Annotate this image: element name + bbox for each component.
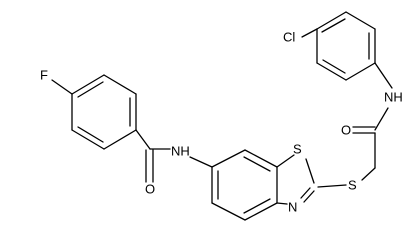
thiazole-nitrogen-label: N (288, 199, 297, 214)
bond (211, 149, 246, 168)
thiazole-sulfur-label: S (293, 141, 302, 156)
bond (276, 202, 288, 205)
bond (303, 190, 315, 203)
bond (77, 126, 104, 143)
chlorine-label: Cl (283, 29, 295, 44)
bond (361, 167, 376, 181)
thioether-sulfur-label: S (348, 177, 357, 192)
acetamide-oxygen-label: O (341, 122, 351, 137)
bond (243, 156, 271, 172)
bond (244, 149, 278, 168)
bond (244, 202, 278, 221)
bond (301, 28, 318, 38)
bond (103, 74, 137, 95)
bond (316, 11, 347, 30)
atom-labels: F O NH S N S O NH Cl (40, 29, 403, 214)
bond (276, 154, 295, 168)
bond (135, 129, 151, 150)
bond (321, 18, 346, 33)
bond (71, 74, 105, 95)
bond (300, 187, 311, 199)
bond (345, 62, 376, 81)
bond (189, 156, 213, 168)
bond (316, 62, 347, 81)
anilide-nh-label: NH (384, 89, 403, 104)
bond (243, 198, 271, 214)
bond (305, 158, 315, 184)
bonds (51, 11, 393, 221)
bond (71, 129, 105, 150)
bond (317, 184, 347, 188)
bond (345, 11, 376, 30)
bond (103, 129, 137, 150)
bond (374, 62, 393, 89)
bond (77, 81, 104, 98)
carbonyl-oxygen-label: O (145, 181, 155, 196)
bond (211, 202, 246, 221)
bond (374, 107, 389, 131)
amide-nh-label: NH (171, 143, 190, 158)
bond (51, 79, 73, 95)
bond (322, 59, 346, 74)
fluorine-label: F (40, 67, 48, 82)
